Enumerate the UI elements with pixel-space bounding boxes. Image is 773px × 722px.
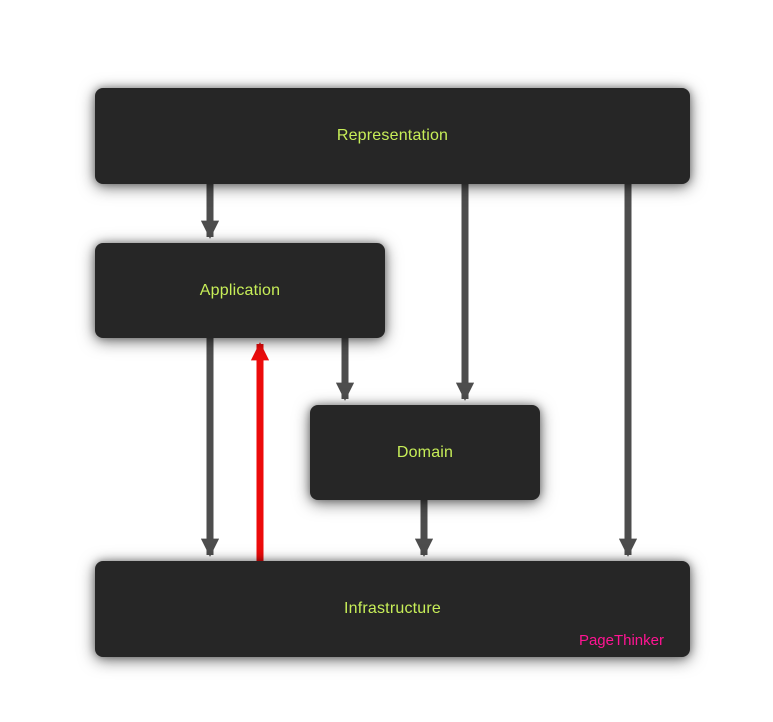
node-application: Application <box>95 243 385 338</box>
node-representation-label: Representation <box>336 127 449 144</box>
node-infrastructure: Infrastructure PageThinker <box>95 561 690 657</box>
node-infrastructure-label: Infrastructure <box>343 600 442 617</box>
node-application-label: Application <box>199 281 281 299</box>
node-representation: Representation <box>95 88 690 184</box>
node-domain: Domain <box>310 405 540 500</box>
node-domain-label: Domain <box>396 443 454 461</box>
watermark-pagethinker: PageThinker <box>578 632 664 649</box>
